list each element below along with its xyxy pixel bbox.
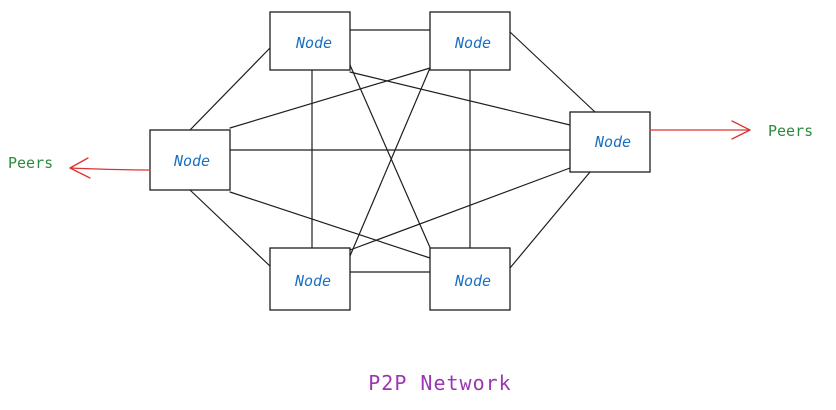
peers-arrow-right: Peers — [649, 120, 813, 140]
node-box — [269, 11, 351, 71]
node-label: Node — [594, 133, 631, 151]
peers-label-right: Peers — [768, 122, 813, 140]
edge-left-top-right — [229, 67, 431, 129]
node-bottom-right: Node — [429, 247, 511, 311]
edge-top-right-right — [509, 31, 596, 113]
node-label: Node — [295, 34, 332, 52]
node-box — [429, 11, 511, 71]
edge-top-right-bottom-left — [349, 67, 431, 257]
edge-right-bottom-right — [509, 171, 591, 269]
node-top-left: Node — [269, 11, 351, 71]
node-right: Node — [569, 111, 651, 173]
node-label: Node — [173, 152, 210, 170]
edge-bottom-left-right — [349, 167, 571, 251]
edge-left-bottom-left — [189, 189, 273, 269]
edges — [189, 29, 596, 273]
node-bottom-left: Node — [269, 247, 351, 311]
diagram-title: P2P Network — [368, 371, 511, 395]
node-label: Node — [294, 272, 331, 290]
edge-left-bottom-right — [229, 191, 431, 259]
edge-left-top-left — [189, 47, 271, 131]
arrow-left-line — [69, 167, 151, 171]
node-box — [569, 111, 651, 173]
node-box — [149, 129, 231, 191]
edge-top-left-right — [349, 71, 571, 126]
peers-label-left: Peers — [8, 154, 53, 172]
node-label: Node — [454, 272, 491, 290]
node-box — [269, 247, 351, 311]
node-box — [429, 247, 511, 311]
arrow-left-head — [69, 157, 91, 179]
node-left: Node — [149, 129, 231, 191]
peers-arrow-left: Peers — [8, 154, 151, 179]
node-top-right: Node — [429, 11, 511, 71]
arrow-right-head — [731, 120, 751, 140]
node-label: Node — [454, 34, 491, 52]
